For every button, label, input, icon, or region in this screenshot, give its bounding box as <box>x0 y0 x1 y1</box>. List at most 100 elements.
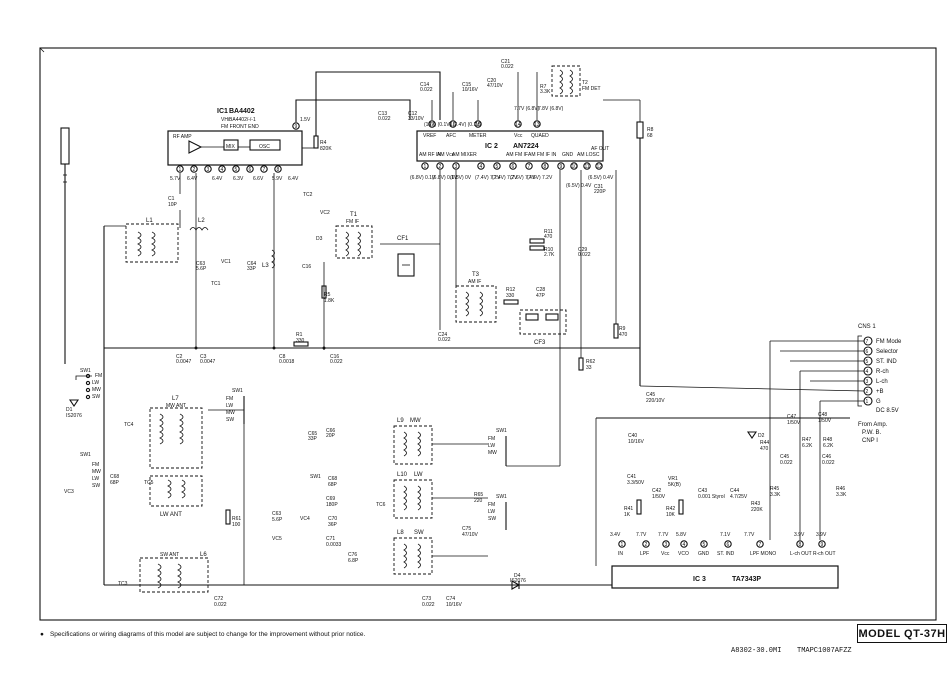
svg-text:FM: FM <box>95 373 102 379</box>
svg-text:T1: T1 <box>350 212 358 218</box>
svg-text:C66: C66 <box>326 428 335 434</box>
svg-text:SW: SW <box>226 417 234 423</box>
svg-text:Selector: Selector <box>876 349 898 355</box>
svg-text:VC2: VC2 <box>320 210 330 216</box>
svg-text:R43: R43 <box>751 501 760 507</box>
band-switch-left: SW1 FM LW MW SW D1 IS2076 <box>66 368 102 419</box>
ic1-alt: VHiBA4402/-/-1 <box>221 117 256 123</box>
svg-text:AM Vcc: AM Vcc <box>437 152 455 158</box>
svg-text:11: 11 <box>585 164 590 170</box>
svg-text:33P: 33P <box>308 436 318 442</box>
svg-text:2: 2 <box>866 389 869 395</box>
svg-text:SW: SW <box>92 483 100 489</box>
svg-text:10K: 10K <box>666 512 676 518</box>
svg-text:(14V) (0.1V) (7.4V) (0.1V): (14V) (0.1V) (7.4V) (0.1V) <box>424 122 482 128</box>
ic1-voltages: 5.7V 6.4V 6.4V 6.3V 6.6V 5.9V 6.4V 1.5V <box>170 117 311 182</box>
l2-coil <box>189 227 209 231</box>
svg-text:LW: LW <box>92 476 99 482</box>
svg-text:C16: C16 <box>302 264 311 270</box>
svg-text:C45: C45 <box>780 454 789 460</box>
ic3-block: IC 3 TA7343P 1 2 3 4 5 6 7 8 9 IN LPF Vc… <box>610 532 839 589</box>
svg-text:2: 2 <box>645 542 648 548</box>
svg-text:3: 3 <box>866 379 869 385</box>
svg-text:L9: L9 <box>397 418 404 424</box>
svg-text:6.6V: 6.6V <box>253 176 264 182</box>
svg-text:CF3: CF3 <box>534 340 546 346</box>
svg-text:R-ch OUT: R-ch OUT <box>813 551 836 557</box>
t1-cf1: T1 FM IF CF1 D3 C16 R5 1.8K <box>302 212 415 350</box>
svg-text:C21: C21 <box>501 59 510 65</box>
svg-text:7.7V: 7.7V <box>658 532 669 538</box>
svg-text:MW ANT: MW ANT <box>166 403 186 409</box>
ic3-components: C40 10/16V C41 3.3/50V C42 1/50V R41 1K … <box>596 392 850 518</box>
svg-text:L8: L8 <box>397 530 404 536</box>
svg-text:47/10V: 47/10V <box>462 532 479 538</box>
svg-text:(6.8V) 0.1V: (6.8V) 0.1V <box>432 175 458 181</box>
svg-text:C24: C24 <box>438 332 447 338</box>
svg-text:C48: C48 <box>818 412 827 418</box>
svg-text:LW ANT: LW ANT <box>160 512 182 518</box>
svg-text:3.4V: 3.4V <box>610 532 621 538</box>
svg-text:C29: C29 <box>578 247 587 253</box>
svg-text:(6.8V) 0.1V: (6.8V) 0.1V <box>410 175 436 181</box>
doc-code-left: A8302-30.0MI <box>731 647 782 655</box>
ic3-voltages: 3.4V 7.7V 7.7V 5.8V 7.1V 7.7V 3.9V 3.9V <box>610 532 827 538</box>
svg-text:D1: D1 <box>66 407 73 413</box>
svg-text:47/10V: 47/10V <box>487 83 504 89</box>
svg-text:C68: C68 <box>328 476 337 482</box>
ic1-desc: FM FRONT END <box>221 124 259 130</box>
svg-text:D4: D4 <box>514 573 521 579</box>
cf1-filter <box>397 253 415 277</box>
svg-text:C8: C8 <box>279 354 286 360</box>
svg-text:C43: C43 <box>698 488 707 494</box>
svg-text:P.W. B.: P.W. B. <box>862 430 882 436</box>
svg-text:TC2: TC2 <box>303 192 313 198</box>
svg-text:SW1: SW1 <box>310 474 321 480</box>
svg-text:3: 3 <box>207 167 210 173</box>
frame-mark <box>39 47 45 53</box>
svg-text:R44: R44 <box>760 440 769 446</box>
interconnect-wires <box>103 147 821 585</box>
svg-text:7: 7 <box>866 339 869 345</box>
svg-text:TC5: TC5 <box>144 480 154 486</box>
ic2-ref: IC 2 <box>485 143 498 150</box>
svg-text:12: 12 <box>597 164 603 170</box>
svg-text:D3: D3 <box>316 236 323 242</box>
svg-text:R11: R11 <box>544 229 553 235</box>
svg-text:VR1: VR1 <box>668 476 678 482</box>
svg-text:TC6: TC6 <box>376 502 386 508</box>
svg-text:9: 9 <box>560 164 563 170</box>
svg-text:AM MIXER: AM MIXER <box>452 152 477 158</box>
svg-text:SW1: SW1 <box>232 388 243 394</box>
svg-text:R5: R5 <box>324 292 331 298</box>
svg-text:ST. IND: ST. IND <box>876 359 897 365</box>
svg-text:C44: C44 <box>730 488 739 494</box>
rf-amp-triangle <box>188 140 203 154</box>
svg-text:C75: C75 <box>462 526 471 532</box>
ic2-output-network: R11 470 R10 2.7K C29 0.022 C31 220P R9 4… <box>529 170 628 371</box>
svg-text:(6.5V) 0.4V: (6.5V) 0.4V <box>588 175 614 181</box>
ic1-ref: IC1 <box>217 108 228 115</box>
svg-text:0.022: 0.022 <box>420 87 433 93</box>
svg-text:6: 6 <box>866 349 869 355</box>
t2-transformer: T2 FM DET <box>551 65 601 97</box>
ic2-part: AN7224 <box>513 143 539 150</box>
svg-text:470: 470 <box>760 446 769 452</box>
svg-text:SW: SW <box>414 530 424 536</box>
svg-text:R42: R42 <box>666 506 675 512</box>
svg-text:33P: 33P <box>247 266 257 272</box>
svg-text:SW1: SW1 <box>496 428 507 434</box>
svg-text:AF OUT: AF OUT <box>591 146 609 152</box>
svg-text:SW: SW <box>488 516 496 522</box>
svg-text:68P: 68P <box>110 480 120 486</box>
svg-text:33/10V: 33/10V <box>408 116 425 122</box>
svg-text:1: 1 <box>179 167 182 173</box>
svg-text:L1: L1 <box>146 218 153 224</box>
svg-text:(6.5V) 0.4V: (6.5V) 0.4V <box>566 183 592 189</box>
svg-text:VC4: VC4 <box>300 516 310 522</box>
svg-text:LW: LW <box>488 509 495 515</box>
svg-text:C14: C14 <box>420 82 429 88</box>
svg-text:4: 4 <box>866 369 869 375</box>
svg-text:R1: R1 <box>296 332 303 338</box>
vref-wire <box>295 99 411 122</box>
